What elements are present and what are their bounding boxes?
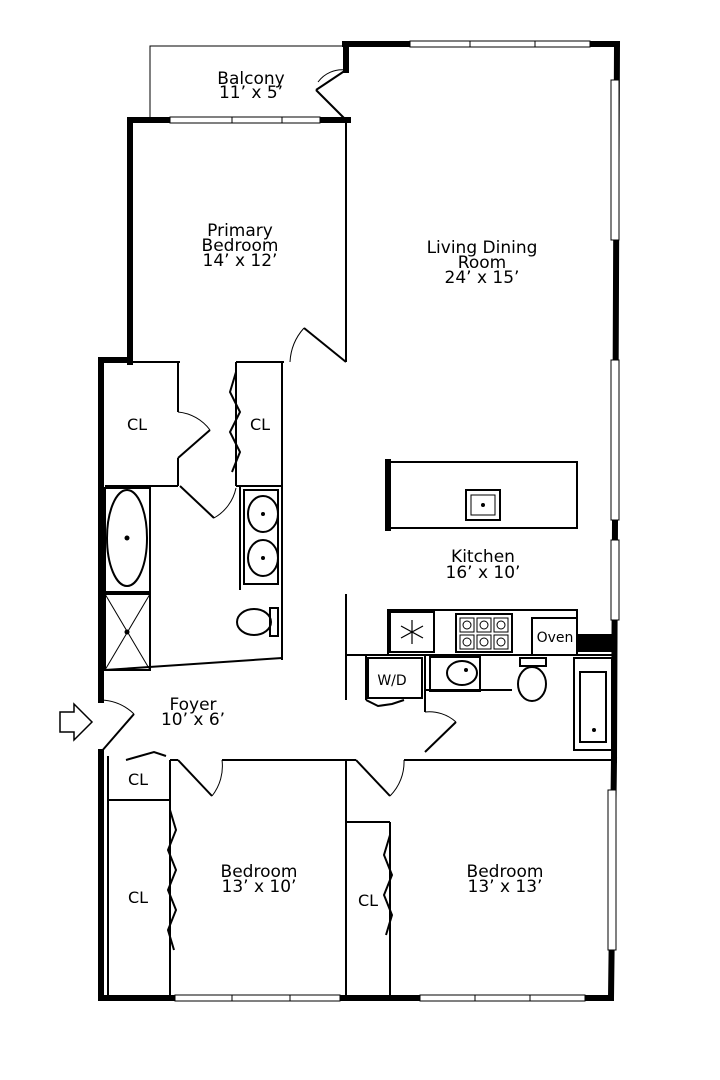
closet-bifold-door-4 (125, 750, 167, 761)
kitchen-dims: 16’ x 10’ (446, 563, 521, 583)
closet-label-5: CL (358, 891, 378, 910)
kitchen-fixtures (367, 459, 613, 751)
room-label-living-dining: Living Dining Room 24’ x 15’ (427, 238, 538, 288)
closet-bifold-door-2 (166, 809, 178, 951)
bathtub-icon (106, 489, 148, 587)
toilet-icon (236, 608, 272, 636)
foyer-name: Foyer (169, 695, 216, 715)
closet-label-2: CL (250, 415, 270, 434)
room-label-foyer: Foyer 10’ x 6’ (161, 695, 225, 730)
bedroom-left-dims: 13’ x 10’ (222, 877, 297, 897)
room-label-kitchen: Kitchen 16’ x 10’ (446, 547, 521, 583)
bedroom-right-name: Bedroom (467, 862, 544, 882)
balcony-door (315, 69, 347, 119)
living-dining-name-1: Living Dining (427, 238, 538, 258)
balcony-outline (149, 45, 346, 118)
closet-bifold-door-3 (382, 834, 394, 936)
bath-door-2 (424, 711, 457, 753)
primary-bedroom-name-2: Bedroom (202, 236, 279, 256)
primary-bedroom-door (289, 327, 347, 363)
windows (169, 40, 620, 1002)
entry-door (100, 699, 135, 753)
doors (100, 69, 457, 951)
bedroom-left-name: Bedroom (221, 862, 298, 882)
living-dining-name-2: Room (458, 253, 506, 273)
stove-burners-icon (459, 617, 509, 650)
bath-door (179, 485, 237, 519)
bath-fixtures (104, 487, 279, 671)
foyer-dims: 10’ x 6’ (161, 710, 225, 730)
closet-label-4: CL (128, 888, 148, 907)
closet-label-3: CL (128, 770, 148, 789)
room-label-bedroom-left: Bedroom 13’ x 10’ (221, 862, 298, 897)
bedroom-right-dims: 13’ x 13’ (468, 877, 543, 897)
room-label-primary-bedroom: Primary Bedroom 14’ x 12’ (202, 221, 279, 271)
room-label-bedroom-right: Bedroom 13’ x 13’ (467, 862, 544, 897)
entry-arrow-icon (59, 702, 94, 742)
closet-bifold-door (228, 371, 242, 473)
wd-bifold-door (365, 699, 405, 708)
bedroom-left-door (177, 759, 223, 797)
room-label-balcony: Balcony 11’ x 5’ (217, 69, 284, 103)
sink-icon (247, 495, 279, 533)
living-dining-dims: 24’ x 15’ (445, 268, 520, 288)
primary-bedroom-name-1: Primary (207, 221, 273, 241)
exterior-walls (98, 40, 621, 1002)
closet-label-1: CL (127, 415, 147, 434)
snowflake-icon (400, 620, 424, 644)
washer-dryer-label: W/D (377, 673, 406, 689)
kitchen-name: Kitchen (451, 547, 515, 567)
balcony-name: Balcony (217, 69, 284, 89)
primary-bedroom-dims: 14’ x 12’ (203, 251, 278, 271)
balcony-dims: 11’ x 5’ (219, 83, 283, 103)
oven-label: Oven (537, 630, 574, 646)
bedroom-right-door (355, 759, 405, 797)
closet-door-1 (177, 411, 211, 459)
